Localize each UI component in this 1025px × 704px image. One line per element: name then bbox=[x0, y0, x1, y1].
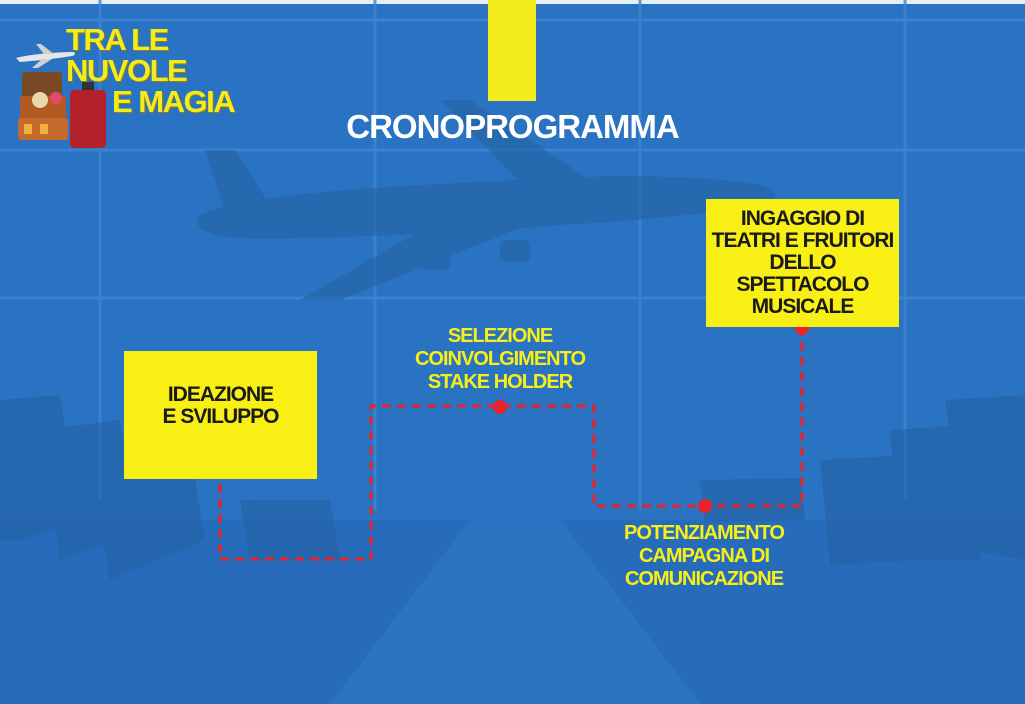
step-box-ideazione: IDEAZIONE E SVILUPPO bbox=[124, 351, 317, 479]
logo-line-3: E MAGIA bbox=[112, 84, 236, 119]
node-selezione bbox=[493, 400, 507, 414]
step-box-ingaggio: INGAGGIO DI TEATRI E FRUITORI DELLO SPET… bbox=[706, 199, 899, 327]
suitcase-icon bbox=[18, 72, 106, 148]
airplane-icon bbox=[16, 44, 75, 68]
page-title: CRONOPROGRAMMA bbox=[346, 108, 679, 145]
step-label-ingaggio: INGAGGIO DI TEATRI E FRUITORI DELLO SPET… bbox=[711, 207, 895, 318]
step-label-selezione: SELEZIONE COINVOLGIMENTO STAKE HOLDER bbox=[414, 325, 586, 393]
logo-text: TRA LE NUVOLE E MAGIA bbox=[66, 24, 236, 117]
step-label-ideazione: IDEAZIONE E SVILUPPO bbox=[162, 383, 279, 428]
logo-illustration bbox=[16, 44, 106, 148]
node-potenziamento bbox=[698, 499, 712, 513]
top-accent-bar bbox=[488, 0, 536, 101]
logo-line-2: NUVOLE bbox=[66, 53, 188, 88]
logo-line-1: TRA LE bbox=[66, 22, 169, 57]
step-label-potenziamento: POTENZIAMENTO CAMPAGNA DI COMUNICAZIONE bbox=[624, 522, 785, 590]
